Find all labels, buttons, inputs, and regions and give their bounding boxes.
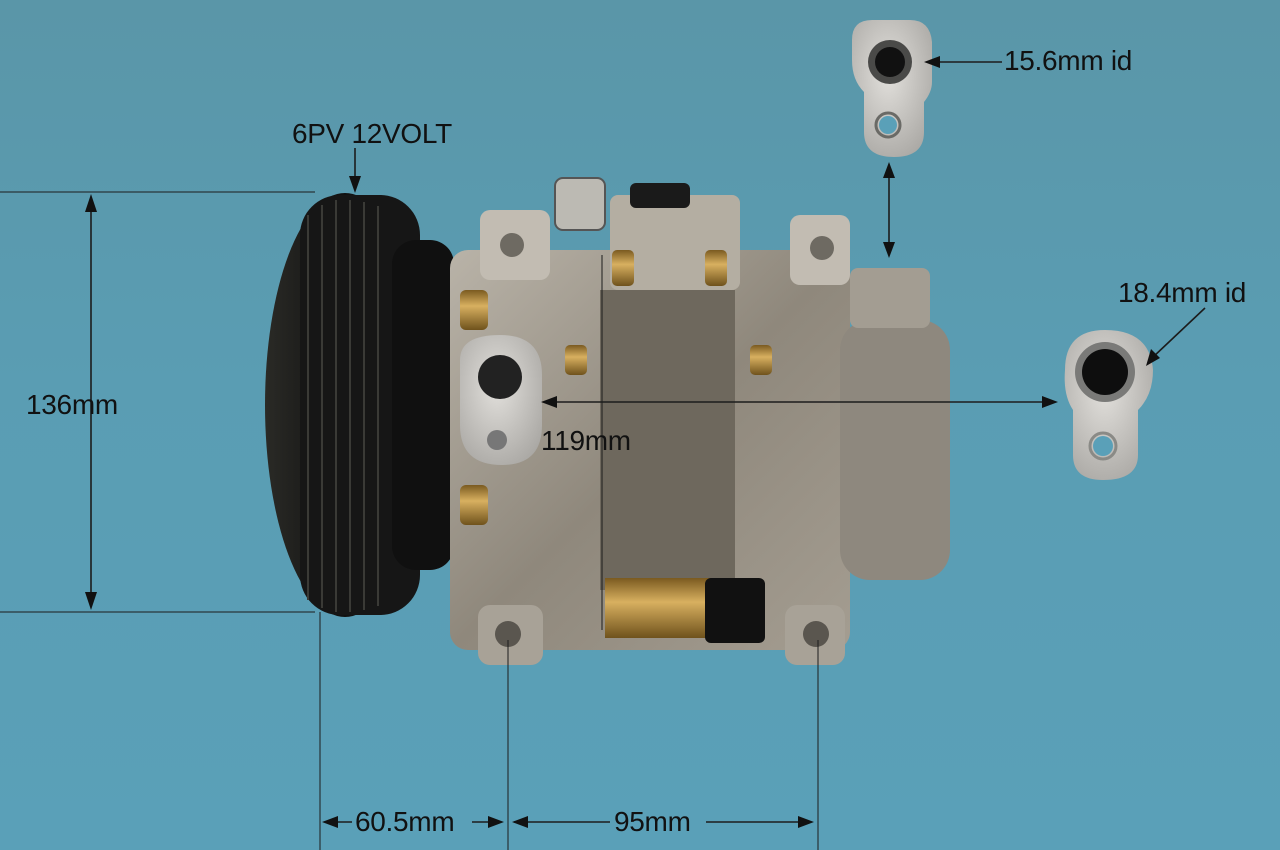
pulley bbox=[265, 193, 454, 617]
dimension-lines bbox=[0, 56, 1206, 850]
discharge-port-id-label: 18.4mm id bbox=[1118, 277, 1247, 308]
compressor-body bbox=[450, 177, 950, 665]
discharge-fitting bbox=[1064, 330, 1153, 480]
pulley-diameter-label: 136mm bbox=[26, 389, 118, 420]
mount-spacing-label: 95mm bbox=[614, 806, 691, 837]
pulley-spec-label: 6PV 12VOLT bbox=[292, 118, 452, 149]
port-spacing-label: 119mm bbox=[541, 425, 631, 456]
suction-fitting bbox=[852, 20, 932, 157]
pulley-to-mount-label: 60.5mm bbox=[355, 806, 455, 837]
suction-port-id-label: 15.6mm id bbox=[1004, 45, 1133, 76]
